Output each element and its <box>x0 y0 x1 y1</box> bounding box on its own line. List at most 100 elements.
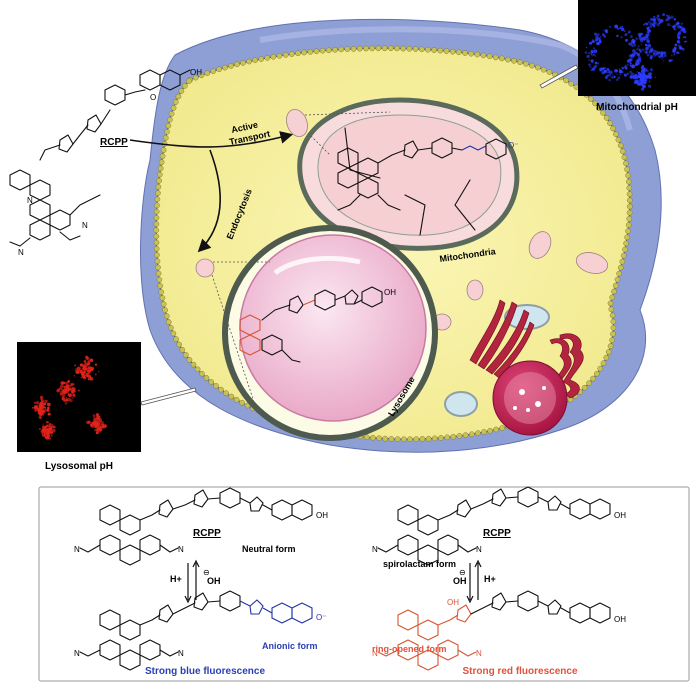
fluorescence-spot <box>651 18 653 20</box>
membrane-bead <box>614 276 621 283</box>
fluorescence-spot <box>677 52 680 54</box>
fluorescence-spot <box>624 33 628 36</box>
membrane-bead <box>375 45 382 52</box>
fluorescence-spot <box>76 370 80 374</box>
membrane-bead <box>192 74 199 81</box>
membrane-bead <box>162 135 169 141</box>
micrograph-callouts: Mitochondrial pH Lysosomal pH <box>17 0 696 472</box>
fluorescence-spot <box>683 30 687 34</box>
fluorescence-spot <box>93 417 97 421</box>
membrane-bead <box>600 360 607 367</box>
membrane-bead <box>449 48 456 55</box>
membrane-bead <box>603 115 610 121</box>
membrane-bead <box>443 48 450 54</box>
fluorescence-spot <box>601 67 605 71</box>
fluorescence-spot <box>83 360 87 363</box>
fluorescence-spot <box>649 53 651 55</box>
equilibrium-arrows <box>184 559 482 604</box>
mito-callout-arrow <box>539 64 579 89</box>
fluorescence-spot <box>643 36 646 39</box>
fluorescence-spot <box>47 426 50 428</box>
membrane-bead <box>617 142 624 149</box>
membrane-bead <box>605 349 612 355</box>
membrane-bead <box>610 318 617 325</box>
fluorescence-spot <box>616 34 619 38</box>
fluorescence-spot <box>604 76 608 79</box>
fluorescence-spot <box>637 62 640 65</box>
fluorescence-spot <box>646 39 650 43</box>
fluorescence-spot <box>44 429 46 432</box>
fluorescence-spot <box>643 80 646 82</box>
fluorescence-spot <box>663 51 667 55</box>
membrane-bead <box>216 66 222 73</box>
fluorescence-spot <box>98 419 101 422</box>
fluorescence-spot <box>650 57 653 60</box>
fluorescence-spot <box>81 372 85 376</box>
membrane-bead <box>612 282 619 289</box>
fluorescence-spot <box>82 368 84 371</box>
membrane-bead <box>228 393 235 400</box>
fluorescence-spot <box>86 363 90 366</box>
membrane-bead <box>626 209 633 216</box>
membrane-bead <box>182 83 188 89</box>
fluorescence-spot <box>60 381 65 385</box>
fluorescence-spot <box>635 79 638 82</box>
cytoplasm-vesicle <box>528 231 552 259</box>
fluorescence-spot <box>681 47 685 51</box>
fluorescence-spot <box>43 431 47 434</box>
membrane-bead <box>190 361 197 368</box>
left-neutral-form-label: Neutral form <box>242 544 296 554</box>
fluorescence-spot <box>43 433 46 435</box>
fluorescence-spot <box>635 37 638 40</box>
membrane-bead <box>419 436 426 442</box>
scheme-atom-o-minus: O⁻ <box>316 613 326 622</box>
lysosomal-ph-label: Lysosomal pH <box>45 461 113 472</box>
fluorescence-spot <box>80 371 82 373</box>
left-base-label: OH <box>207 576 221 586</box>
membrane-bead <box>153 221 160 227</box>
membrane-bead <box>160 301 167 307</box>
membrane-bead <box>350 46 357 52</box>
fluorescence-spot <box>620 36 623 39</box>
right-base-charge: ⊖ <box>459 568 466 577</box>
scheme-labels: RCPP Neutral form H+ OH ⊖ Anionic form S… <box>74 511 626 677</box>
membrane-bead <box>468 431 475 438</box>
fluorescence-spot <box>590 69 593 71</box>
fluorescence-spot <box>89 375 92 377</box>
fluorescence-spot <box>648 84 652 88</box>
membrane-bead <box>154 196 161 203</box>
fluorescence-spot <box>63 399 66 402</box>
fluorescence-spot <box>588 52 590 55</box>
fluorescence-spot <box>644 69 647 72</box>
fluorescence-spot <box>631 64 635 69</box>
fluorescence-spot <box>684 40 687 43</box>
left-caption: Strong blue fluorescence <box>145 666 265 677</box>
fluorescence-spot <box>636 48 638 51</box>
right-caption: Strong red fluorescence <box>462 666 577 677</box>
right-ring-opened-structure <box>377 590 611 671</box>
fluorescence-spot <box>661 55 664 58</box>
membrane-bead <box>157 282 163 289</box>
fluorescence-spot <box>677 25 681 29</box>
scheme-atom-n: N <box>476 649 482 658</box>
fluorescence-spot <box>88 371 91 373</box>
nucleus <box>492 360 568 436</box>
fluorescence-spot <box>65 397 67 399</box>
fluorescence-spot <box>656 14 660 18</box>
right-probe-name: RCPP <box>483 528 511 539</box>
membrane-bead <box>246 58 252 65</box>
fluorescence-spot <box>89 423 93 426</box>
fluorescence-spot <box>604 67 607 70</box>
membrane-bead <box>468 50 474 57</box>
fluorescence-spot <box>89 358 94 363</box>
fluorescence-spot <box>588 59 590 61</box>
fluorescence-spot <box>65 398 69 402</box>
fluorescence-spot <box>44 399 48 403</box>
membrane-bead <box>619 148 626 155</box>
fluorescence-spot <box>88 378 90 381</box>
membrane-bead <box>425 46 431 53</box>
fluorescence-spot <box>594 55 597 57</box>
fluorescence-spot <box>94 373 97 376</box>
membrane-bead <box>406 46 413 52</box>
fluorescence-spot <box>611 76 614 79</box>
